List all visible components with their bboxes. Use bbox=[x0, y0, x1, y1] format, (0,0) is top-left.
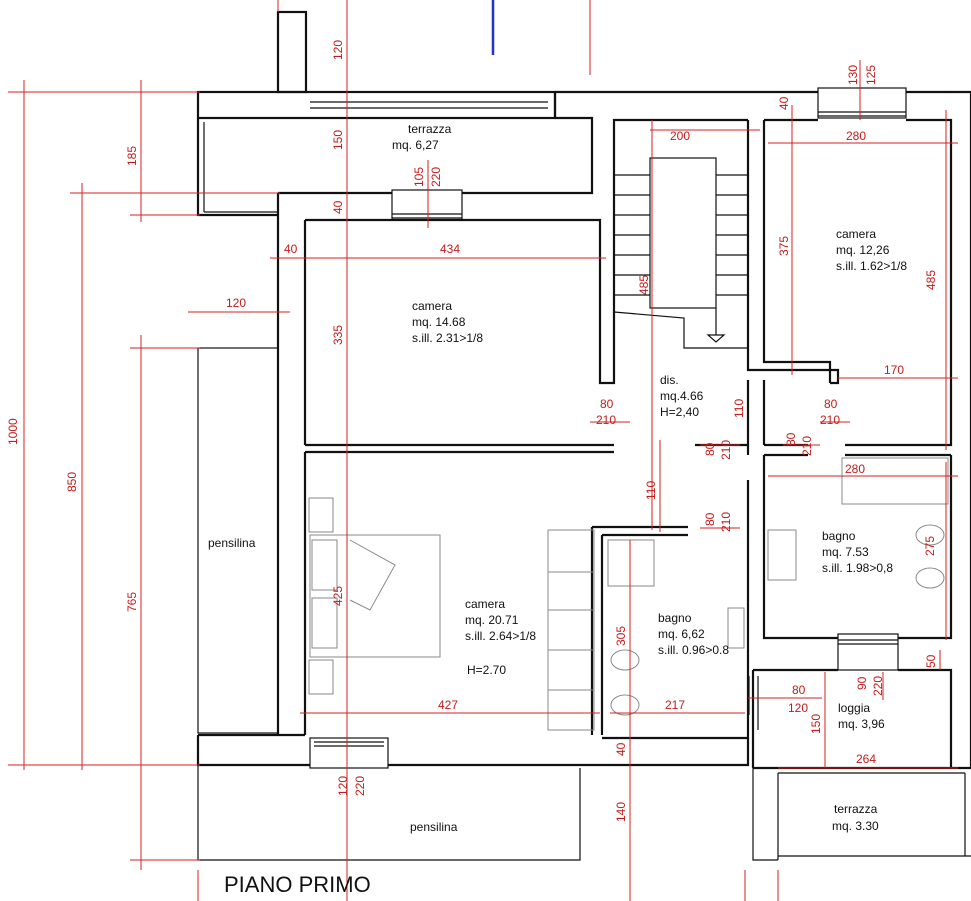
dim-bottom-220: 220 bbox=[353, 776, 367, 796]
dim-top-120: 120 bbox=[331, 40, 345, 60]
camera-top-right-area: mq. 12,26 bbox=[836, 243, 890, 257]
dim-left-850: 850 bbox=[65, 472, 79, 492]
camera-top-right-ratio: s.ill. 1.62>1/8 bbox=[836, 259, 907, 273]
dimension-lines bbox=[8, 0, 958, 901]
camera-top-left-name: camera bbox=[412, 299, 452, 313]
dim-bottom-140: 140 bbox=[614, 802, 628, 822]
dim-bath-217: 217 bbox=[665, 698, 685, 712]
dim-loggia-264: 264 bbox=[856, 752, 876, 766]
pensilina-bottom-label: pensilina bbox=[410, 820, 458, 834]
dim-wall-40-top: 40 bbox=[331, 200, 345, 214]
dim-door-210-a: 210 bbox=[596, 413, 616, 427]
dim-right-280-top: 280 bbox=[846, 129, 866, 143]
room-labels: terrazza mq. 6,27 camera mq. 14.68 s.ill… bbox=[208, 122, 907, 834]
dim-loggia-50: 50 bbox=[924, 654, 938, 668]
dim-right-485: 485 bbox=[924, 270, 938, 290]
disimpegno-name: dis. bbox=[660, 373, 679, 387]
dim-right-170: 170 bbox=[884, 363, 904, 377]
loggia-area: mq. 3,96 bbox=[838, 717, 885, 731]
dim-camera-height: 335 bbox=[331, 325, 345, 345]
disimpegno-height: H=2,40 bbox=[660, 405, 699, 419]
bagno-right-ratio: s.ill. 1.98>0,8 bbox=[822, 561, 893, 575]
dim-door-80-b: 80 bbox=[703, 442, 717, 456]
dim-stair-200: 200 bbox=[670, 129, 690, 143]
bagno-center-ratio: s.ill. 0.96>0.8 bbox=[658, 643, 729, 657]
dim-bottom-120: 120 bbox=[336, 776, 350, 796]
furniture bbox=[308, 457, 949, 731]
bagno-center-area: mq. 6,62 bbox=[658, 627, 705, 641]
dim-loggia-80: 80 bbox=[792, 683, 806, 697]
dim-door-80-a: 80 bbox=[600, 397, 614, 411]
camera-main-height: H=2.70 bbox=[467, 663, 506, 677]
disimpegno-area: mq.4.66 bbox=[660, 389, 704, 403]
dim-wall-40-right: 40 bbox=[777, 96, 791, 110]
dim-top-130: 130 bbox=[846, 65, 860, 85]
dim-door-80-e: 80 bbox=[703, 512, 717, 526]
plan-title: PIANO PRIMO bbox=[224, 872, 371, 897]
dim-loggia-90: 90 bbox=[855, 676, 869, 690]
dim-right-375: 375 bbox=[777, 236, 791, 256]
dim-window-105: 105 bbox=[412, 167, 426, 187]
dim-door-210-c: 210 bbox=[820, 413, 840, 427]
dimension-labels: 1000 850 765 185 120 120 150 105 220 40 … bbox=[6, 40, 938, 822]
dim-door-80-d: 80 bbox=[784, 432, 798, 446]
dim-wall-40-bottom: 40 bbox=[614, 742, 628, 756]
dim-door-210-e: 210 bbox=[719, 512, 733, 532]
dim-loggia-120: 120 bbox=[788, 701, 808, 715]
camera-top-left-ratio: s.ill. 2.31>1/8 bbox=[412, 331, 483, 345]
terrazza-top-name: terrazza bbox=[408, 122, 452, 136]
dim-bath-275: 275 bbox=[923, 536, 937, 556]
pensilina-left-label: pensilina bbox=[208, 536, 256, 550]
dim-terrace-150: 150 bbox=[331, 130, 345, 150]
dim-dis-110-a: 110 bbox=[732, 399, 746, 418]
stairs bbox=[613, 157, 748, 349]
dim-main-427: 427 bbox=[438, 698, 458, 712]
dim-loggia-150: 150 bbox=[809, 714, 823, 734]
dim-stair-485: 485 bbox=[637, 275, 651, 295]
dim-camera-width: 434 bbox=[440, 242, 460, 256]
dim-door-80-c: 80 bbox=[824, 397, 838, 411]
dim-door-210-d: 210 bbox=[800, 436, 814, 456]
dim-overall-height: 1000 bbox=[6, 418, 20, 445]
camera-top-left-area: mq. 14.68 bbox=[412, 315, 466, 329]
dim-bath-280: 280 bbox=[845, 462, 865, 476]
dim-bath-305: 305 bbox=[614, 626, 628, 646]
terrazza-bottom-name: terrazza bbox=[834, 802, 878, 816]
dim-wall-40-left: 40 bbox=[284, 242, 298, 256]
dim-window-220: 220 bbox=[429, 167, 443, 187]
camera-main-ratio: s.ill. 2.64>1/8 bbox=[465, 629, 536, 643]
dim-left-765: 765 bbox=[125, 592, 139, 612]
dim-main-425: 425 bbox=[331, 586, 345, 606]
dim-pensilina-width: 120 bbox=[226, 296, 246, 310]
loggia-name: loggia bbox=[838, 701, 870, 715]
bagno-right-area: mq. 7.53 bbox=[822, 545, 869, 559]
dim-door-210-b: 210 bbox=[719, 440, 733, 460]
bagno-center-name: bagno bbox=[658, 611, 692, 625]
terrazza-bottom-area: mq. 3.30 bbox=[832, 819, 879, 833]
bagno-right-name: bagno bbox=[822, 529, 856, 543]
dim-left-185: 185 bbox=[125, 146, 139, 166]
terrazza-top-area: mq. 6,27 bbox=[392, 138, 439, 152]
dim-dis-110-b: 110 bbox=[644, 481, 658, 500]
camera-main-area: mq. 20.71 bbox=[465, 613, 519, 627]
camera-top-right-name: camera bbox=[836, 227, 876, 241]
camera-main-name: camera bbox=[465, 597, 505, 611]
dim-loggia-220: 220 bbox=[871, 676, 885, 696]
dim-top-125: 125 bbox=[864, 65, 878, 85]
